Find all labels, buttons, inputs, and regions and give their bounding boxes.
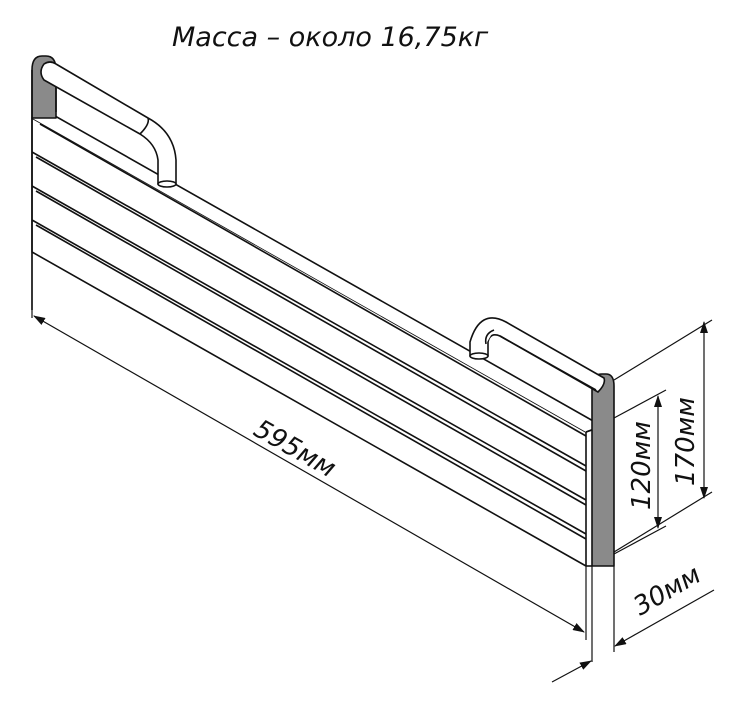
dimension-height-total-label: 170мм xyxy=(671,397,701,486)
dimension-height-boards xyxy=(613,389,667,555)
bed-side-rail xyxy=(31,55,615,567)
mass-title: Масса – около 16,75кг xyxy=(172,22,489,53)
dimension-height-total xyxy=(613,319,713,553)
dimension-thickness-label: 30мм xyxy=(629,560,707,622)
right-post xyxy=(585,373,615,567)
dimension-length xyxy=(31,252,587,640)
dimension-thickness xyxy=(551,566,715,683)
dimension-length-label: 595мм xyxy=(249,414,341,484)
handrail-left xyxy=(40,61,177,188)
dimension-height-boards-label: 120мм xyxy=(627,421,657,510)
